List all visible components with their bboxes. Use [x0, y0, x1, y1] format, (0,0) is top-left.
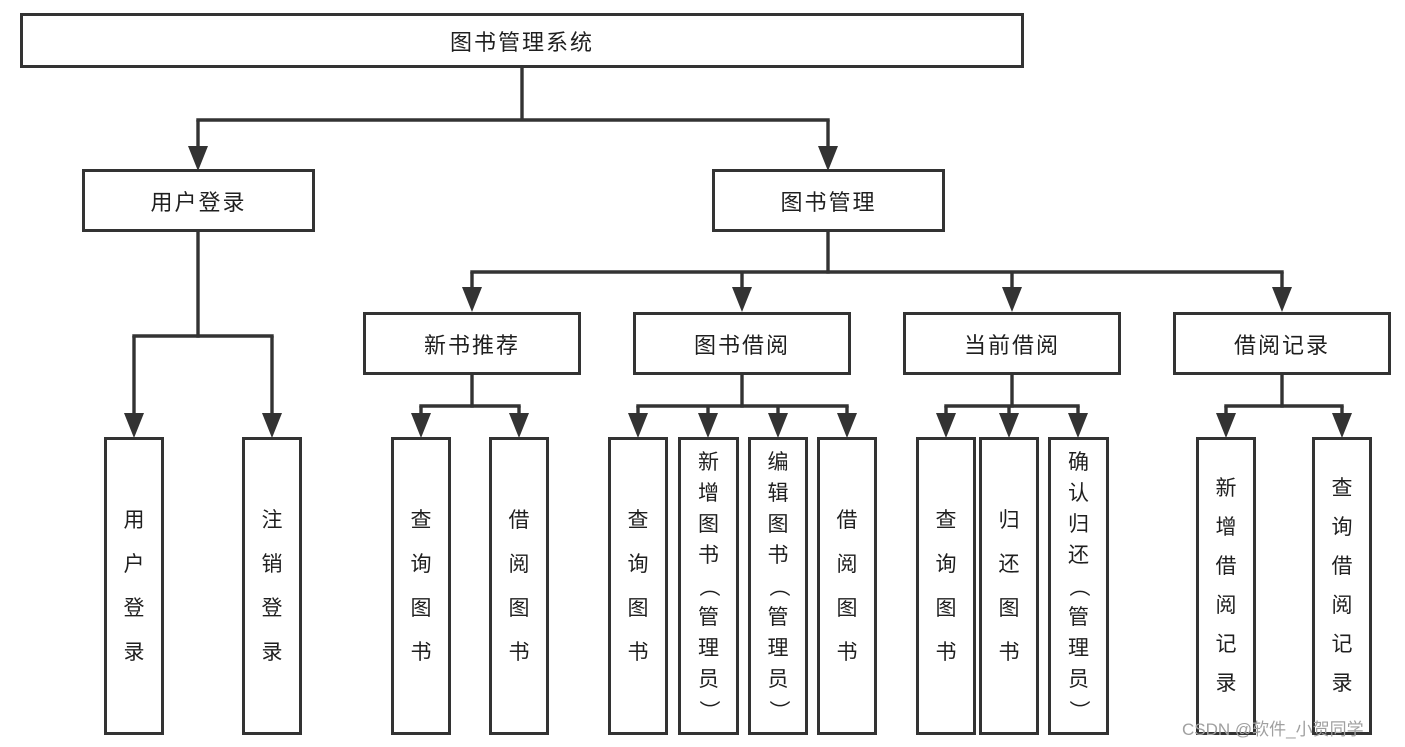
node-label: 图书管理系统 [449, 29, 594, 55]
leaf-label: 查询图书 [627, 508, 649, 664]
node-label: 图书管理 [780, 189, 877, 215]
leaf-return-books: 归还图书 [979, 437, 1039, 735]
leaf-label: 借阅图书 [508, 508, 530, 664]
leaf-label: 查询图书 [410, 508, 432, 664]
leaf-label: 新增图书（管理员） [697, 450, 720, 721]
leaf-label: 用户登录 [123, 508, 145, 664]
leaf-confirm-return-admin: 确认归还（管理员） [1048, 437, 1109, 735]
leaf-add-books-admin: 新增图书（管理员） [678, 437, 739, 735]
leaf-query-books-recommend: 查询图书 [391, 437, 451, 735]
leaf-edit-books-admin: 编辑图书（管理员） [748, 437, 808, 735]
node-book-management: 图书管理 [712, 169, 945, 232]
node-new-book-recommendation: 新书推荐 [363, 312, 581, 375]
leaf-label: 查询借阅记录 [1331, 477, 1353, 695]
leaf-query-borrow-record: 查询借阅记录 [1312, 437, 1372, 735]
node-book-borrowing: 图书借阅 [633, 312, 851, 375]
node-borrowing-records: 借阅记录 [1173, 312, 1391, 375]
leaf-query-books-borrowing: 查询图书 [608, 437, 668, 735]
leaf-label: 借阅图书 [836, 508, 858, 664]
node-label: 借阅记录 [1233, 332, 1330, 358]
node-current-borrowing: 当前借阅 [903, 312, 1121, 375]
leaf-logout-login: 注销登录 [242, 437, 302, 735]
watermark-text: CSDN @软件_小贺同学 [1182, 720, 1364, 739]
node-label: 用户登录 [150, 189, 247, 215]
node-label: 新书推荐 [423, 332, 520, 358]
leaf-label: 归还图书 [998, 508, 1020, 664]
leaf-label: 查询图书 [935, 508, 957, 664]
node-label: 当前借阅 [963, 332, 1060, 358]
leaf-label: 注销登录 [261, 508, 283, 664]
leaf-borrow-books-recommend: 借阅图书 [489, 437, 549, 735]
leaf-borrow-books-borrowing: 借阅图书 [817, 437, 877, 735]
leaf-label: 新增借阅记录 [1215, 477, 1237, 695]
leaf-user-login: 用户登录 [104, 437, 164, 735]
node-user-login: 用户登录 [82, 169, 315, 232]
leaf-add-borrow-record: 新增借阅记录 [1196, 437, 1256, 735]
leaf-label: 确认归还（管理员） [1067, 450, 1090, 721]
node-label: 图书借阅 [693, 332, 790, 358]
leaf-label: 编辑图书（管理员） [766, 450, 790, 721]
node-library-management-system: 图书管理系统 [20, 13, 1024, 68]
leaf-query-books-current: 查询图书 [916, 437, 976, 735]
